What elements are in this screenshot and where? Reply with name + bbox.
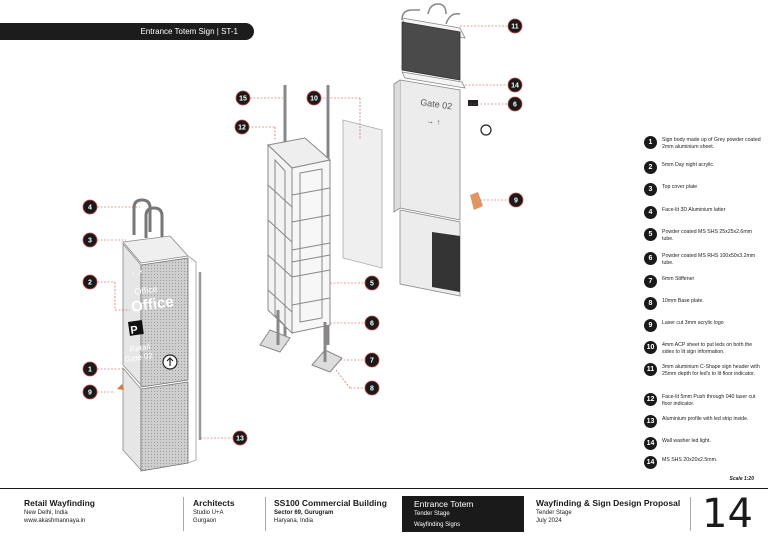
callout-10: 10 xyxy=(306,90,322,106)
callout-6: 6 xyxy=(507,96,523,112)
callout-12: 12 xyxy=(234,119,250,135)
sheet-title: Entrance Totem Sign | ST-1 xyxy=(0,23,254,40)
callout-label: 7 xyxy=(370,358,374,365)
acp-sheet xyxy=(342,119,383,269)
sign-retail: Retail xyxy=(129,342,151,354)
svg-text:→ ↑: → ↑ xyxy=(426,116,441,127)
drawing-info: Entrance Totem Tender Stage Wayfinding S… xyxy=(402,496,524,532)
drawing-scale: Scale 1:20 xyxy=(729,476,754,482)
assembled-totem: ↑ ↗ Office Office P Retail Gate 02 xyxy=(117,198,197,472)
callout-label: 6 xyxy=(513,102,517,109)
callout-label: 9 xyxy=(88,390,92,397)
callout-7: 7 xyxy=(364,352,380,368)
callout-label: 14 xyxy=(511,83,519,90)
callout-13: 13 xyxy=(232,430,248,446)
callout-label: 10 xyxy=(310,96,318,103)
callout-label: 13 xyxy=(236,436,244,443)
callout-label: 11 xyxy=(511,24,519,31)
callout-label: 8 xyxy=(370,386,374,393)
callout-label: 2 xyxy=(88,280,92,287)
callout-1: 1 xyxy=(82,361,98,377)
parking-letter: P xyxy=(130,324,139,337)
callout-4: 4 xyxy=(82,199,98,215)
callout-3: 3 xyxy=(82,232,98,248)
architects-info: Architects Studio U+A Gurgaon xyxy=(193,498,235,524)
callout-9: 9 xyxy=(508,192,524,208)
sign-gate: Gate 02 xyxy=(124,351,154,364)
exploded-back-shell: Gate 02 → ↑ xyxy=(393,3,492,297)
callout-label: 4 xyxy=(88,205,92,212)
callout-label: 3 xyxy=(88,238,92,245)
exploded-axonometric-drawing: ↑ ↗ Office Office P Retail Gate 02 xyxy=(82,3,524,472)
callout-11: 11 xyxy=(507,18,523,34)
sign-arrows: ↑ ↗ xyxy=(131,269,143,278)
callout-2: 2 xyxy=(82,274,98,290)
floor-arrow-icon xyxy=(480,124,492,136)
building-info: SS100 Commercial Building Sector 69, Gur… xyxy=(274,498,387,524)
callout-8: 8 xyxy=(364,380,380,396)
callout-15: 15 xyxy=(235,90,251,106)
parking-block xyxy=(128,320,144,336)
callout-9: 9 xyxy=(82,384,98,400)
sheet-number: 14 xyxy=(702,491,753,537)
steel-frame xyxy=(259,85,343,373)
callout-label: 1 xyxy=(88,367,92,374)
callout-14: 14 xyxy=(507,77,523,93)
sign-office-big: Office xyxy=(130,293,174,316)
project-info: Retail Wayfinding New Delhi, India www.a… xyxy=(24,498,95,524)
callout-label: 6 xyxy=(370,321,374,328)
callout-label: 9 xyxy=(514,198,518,205)
sign-office-label: Office xyxy=(134,284,159,297)
back-face-text: Gate 02 xyxy=(420,97,453,111)
callout-label: 15 xyxy=(239,96,247,103)
callout-5: 5 xyxy=(364,275,380,291)
title-block: Retail Wayfinding New Delhi, India www.a… xyxy=(0,488,768,539)
acrylic-logo-icon xyxy=(117,384,124,390)
callout-label: 12 xyxy=(238,125,246,132)
callout-label: 5 xyxy=(370,281,374,288)
callout-6: 6 xyxy=(364,315,380,331)
proposal-info: Wayfinding & Sign Design Proposal Tender… xyxy=(536,498,681,524)
